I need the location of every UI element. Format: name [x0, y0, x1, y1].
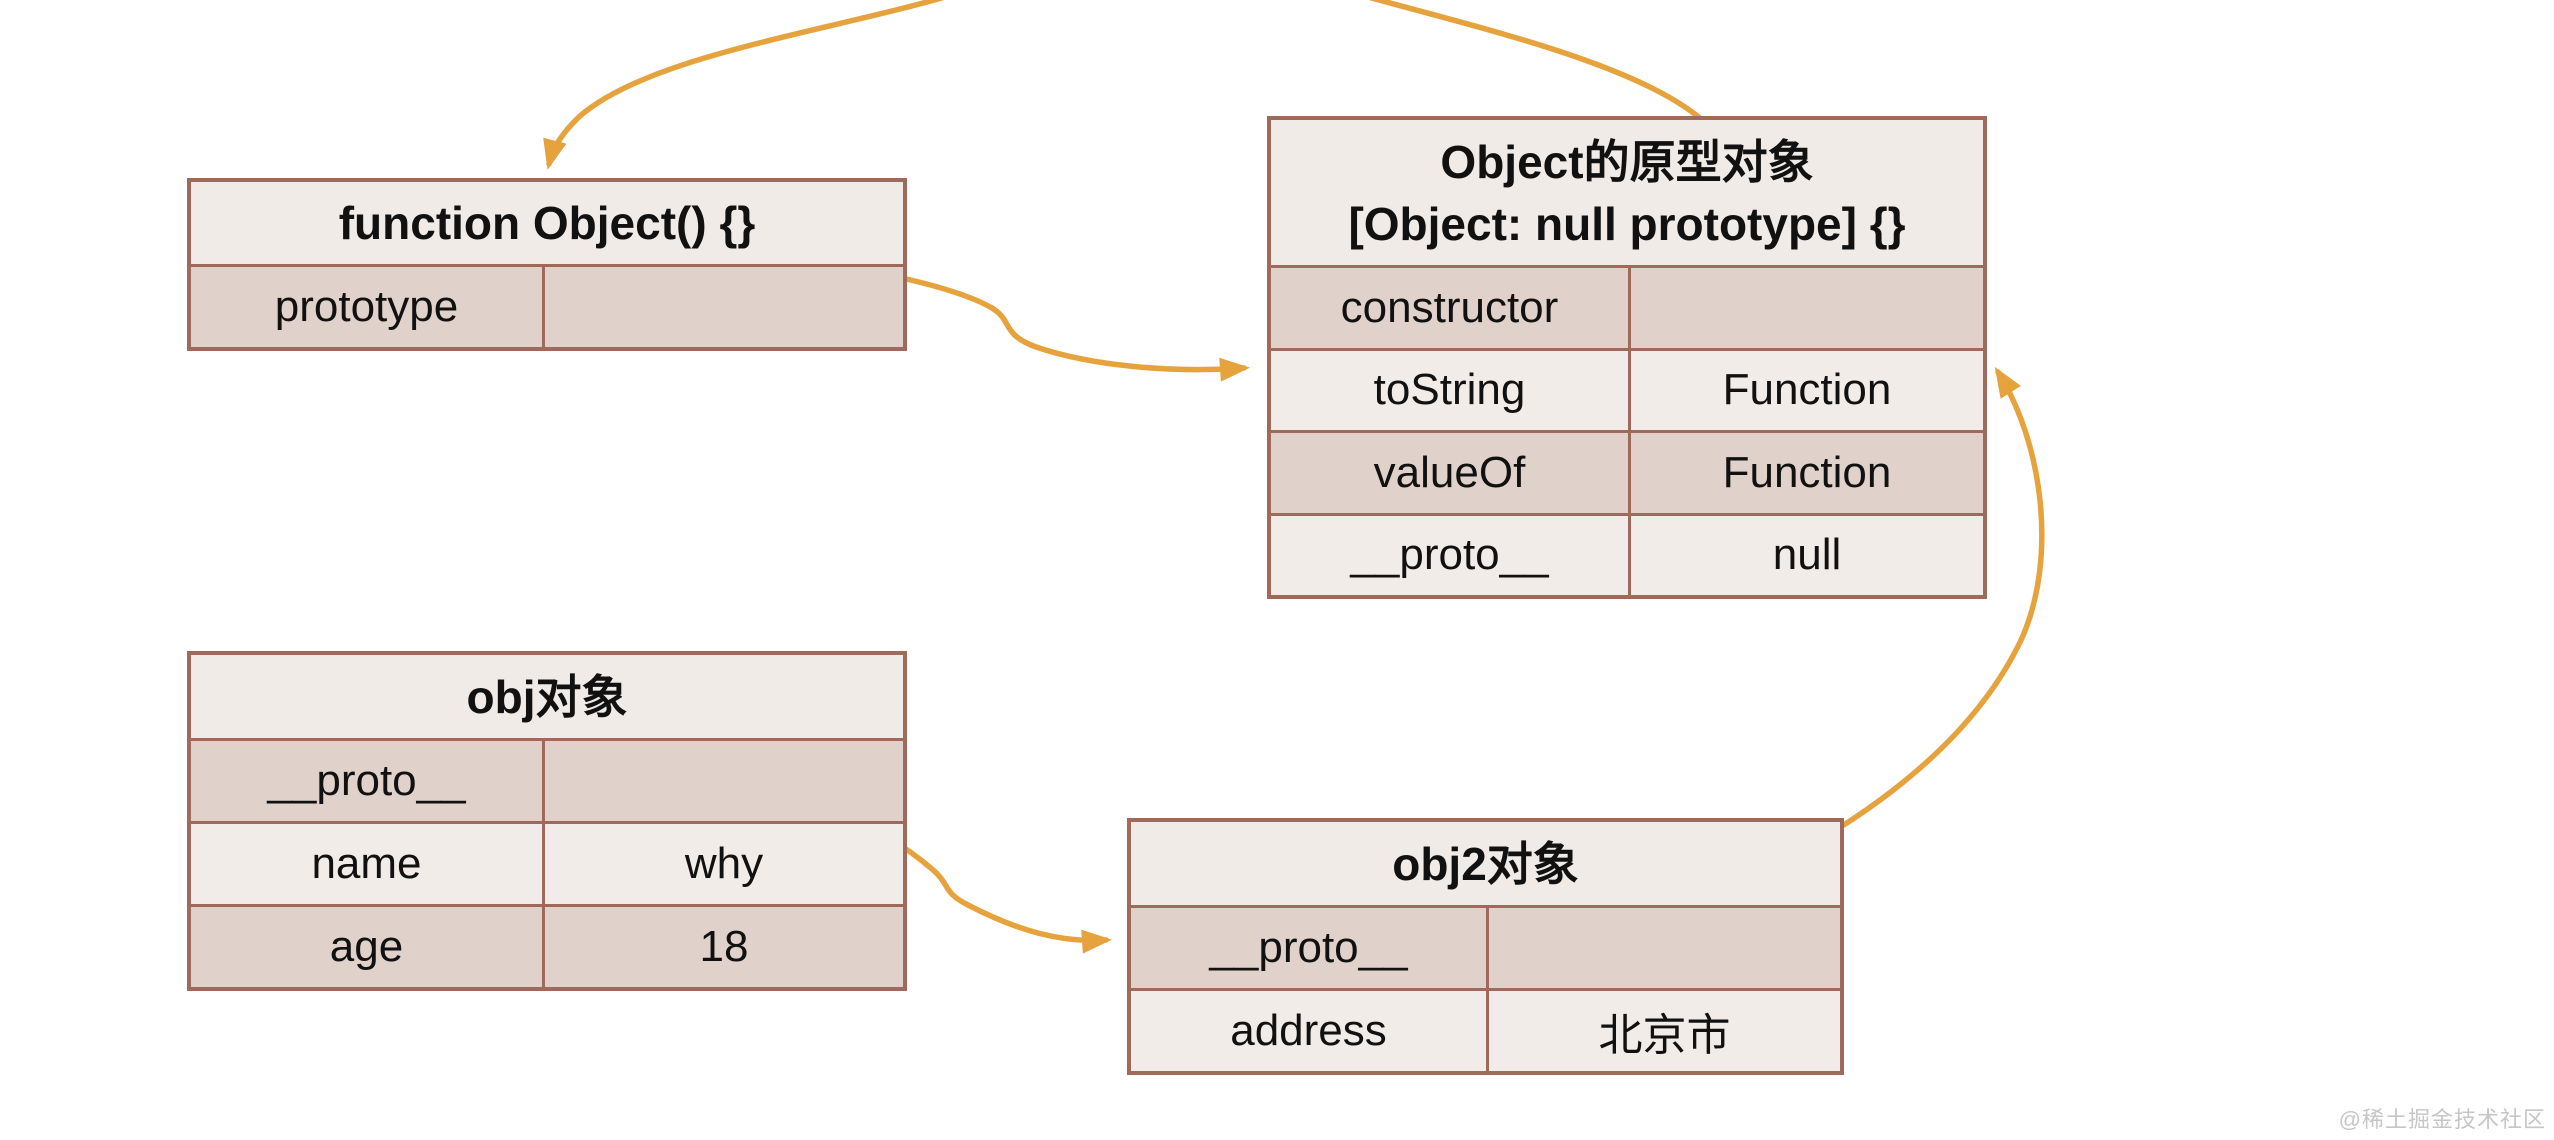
- title-line: [Object: null prototype] {}: [1348, 197, 1906, 250]
- row-label: __proto__: [1271, 515, 1631, 595]
- table-row: valueOf Function: [1271, 430, 1983, 513]
- title-line: obj对象: [466, 670, 628, 723]
- obj-title: obj对象: [191, 655, 903, 738]
- row-value: 18: [699, 922, 749, 971]
- table-obj: obj对象 __proto__name why age 18: [187, 651, 907, 991]
- obj2-title: obj2对象: [1131, 822, 1840, 905]
- row-value: Function: [1722, 447, 1892, 497]
- row-label: name: [191, 824, 545, 904]
- row-label: prototype: [191, 267, 545, 347]
- table-row: prototype: [191, 264, 903, 347]
- table-obj2: obj2对象 __proto__address 北京市: [1127, 818, 1844, 1075]
- row-value: [1631, 268, 1983, 348]
- row-value: null: [1772, 530, 1842, 580]
- table-row: __proto__: [1131, 905, 1840, 988]
- title-line: function Object() {}: [338, 197, 756, 249]
- table-row: toString Function: [1271, 347, 1983, 430]
- row-label: __proto__: [191, 741, 545, 821]
- table-row: __proto__: [191, 738, 903, 821]
- table-row: name why: [191, 821, 903, 904]
- arrow-top-to-function-object: [543, 0, 945, 170]
- object-prototype-title: Object的原型对象 [Object: null prototype] {}: [1271, 120, 1983, 265]
- row-label: age: [191, 907, 545, 987]
- row-value: [1489, 908, 1840, 988]
- table-row: __proto__ null: [1271, 512, 1983, 595]
- row-value: why: [684, 839, 764, 888]
- row-label: __proto__: [1131, 908, 1489, 988]
- row-value: 北京市: [1598, 1011, 1731, 1060]
- row-value: [545, 741, 903, 821]
- watermark: @稀土掘金技术社区: [2338, 1107, 2546, 1132]
- table-row: constructor: [1271, 265, 1983, 348]
- function-object-title: function Object() {}: [191, 182, 903, 264]
- row-label: constructor: [1271, 268, 1631, 348]
- row-label: valueOf: [1271, 433, 1631, 513]
- title-line: Object的原型对象: [1440, 135, 1814, 188]
- table-object-prototype: Object的原型对象 [Object: null prototype] {} co…: [1267, 116, 1987, 599]
- row-label: toString: [1271, 350, 1631, 430]
- title-line: obj2对象: [1392, 837, 1579, 890]
- row-value: Function: [1722, 365, 1892, 415]
- row-value: [545, 267, 903, 347]
- table-row: address 北京市: [1131, 988, 1840, 1071]
- row-label: address: [1131, 991, 1489, 1071]
- table-function-object: function Object() {} prototype: [187, 178, 907, 351]
- table-row: age 18: [191, 904, 903, 987]
